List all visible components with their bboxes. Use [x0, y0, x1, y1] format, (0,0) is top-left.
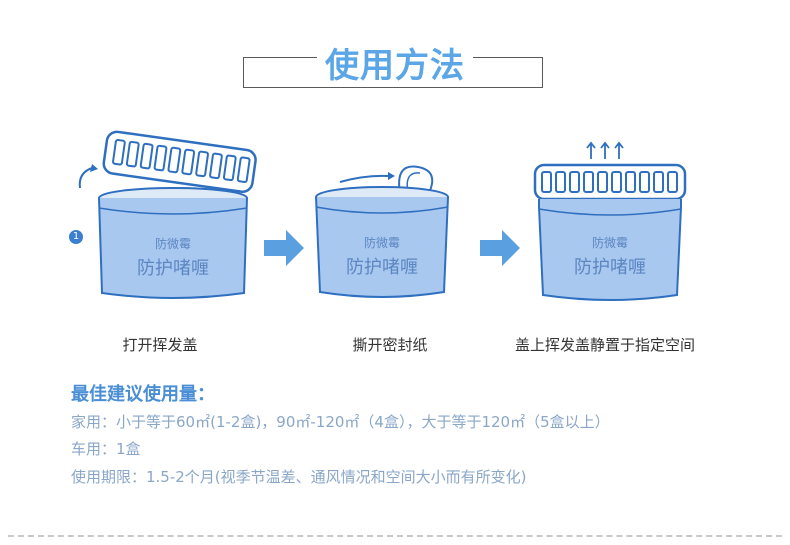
- label-small: 防微霉: [592, 235, 628, 250]
- step-2-illustration: 防微霉 防护啫喱: [315, 165, 449, 298]
- label-small: 防微霉: [364, 235, 400, 250]
- step-1-illustration: 防微霉 防护啫喱: [78, 130, 257, 299]
- step-3-illustration: 防微霉 防护啫喱: [533, 141, 687, 301]
- dashed-divider: [8, 535, 782, 537]
- next-step-arrow-icon: [264, 230, 304, 266]
- next-step-arrow-icon: [480, 230, 520, 266]
- label-large: 防护啫喱: [574, 257, 646, 278]
- lid-icon: [102, 130, 257, 193]
- recommendation-duration: 使用期限：1.5-2个月(视季节温差、通风情况和空间大小而有所变化): [71, 468, 527, 486]
- step-number-badge: 1: [69, 230, 83, 244]
- step-1-caption: 打开挥发盖: [122, 336, 198, 354]
- step-2-caption: 撕开密封纸: [352, 336, 428, 354]
- up-arrows-icon: [586, 141, 624, 159]
- label-large: 防护啫喱: [137, 258, 209, 279]
- recommendation-home: 家用：小于等于60㎡(1-2盒)，90㎡-120㎡（4盒），大于等于120㎡（5…: [71, 413, 610, 431]
- rotate-arrow-icon: [78, 167, 93, 189]
- label-large: 防护啫喱: [346, 257, 418, 278]
- page-title: 使用方法: [0, 38, 790, 87]
- step-3-caption: 盖上挥发盖静置于指定空间: [514, 336, 695, 354]
- page-title-text: 使用方法: [317, 46, 473, 86]
- recommendation-car: 车用：1盒: [71, 440, 141, 458]
- recommendation-title: 最佳建议使用量：: [71, 384, 215, 405]
- label-small: 防微霉: [155, 236, 191, 251]
- peel-arrow-icon: [339, 174, 389, 183]
